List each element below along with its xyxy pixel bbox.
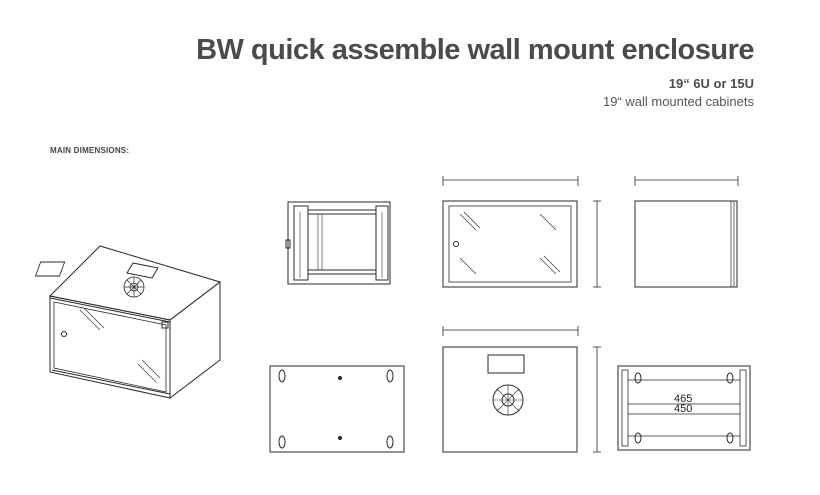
dimension-450: 450 [674,403,692,415]
dimension-465: 465 [674,393,692,405]
isometric-cabinet-drawing [34,245,222,400]
side-view-drawing [285,201,391,285]
bottom-view-drawing [269,365,405,453]
front-view-drawing [442,176,601,288]
product-sizes: 19“ 6U or 15U [668,76,754,91]
page-title: BW quick assemble wall mount enclosure [196,34,754,66]
right-side-view-drawing [634,176,739,288]
rail-detail-drawing: 465 450 [617,365,751,451]
section-label: MAIN DIMENSIONS: [50,146,130,155]
top-view-drawing [442,326,601,453]
product-tagline: 19“ wall mounted cabinets [602,94,754,109]
